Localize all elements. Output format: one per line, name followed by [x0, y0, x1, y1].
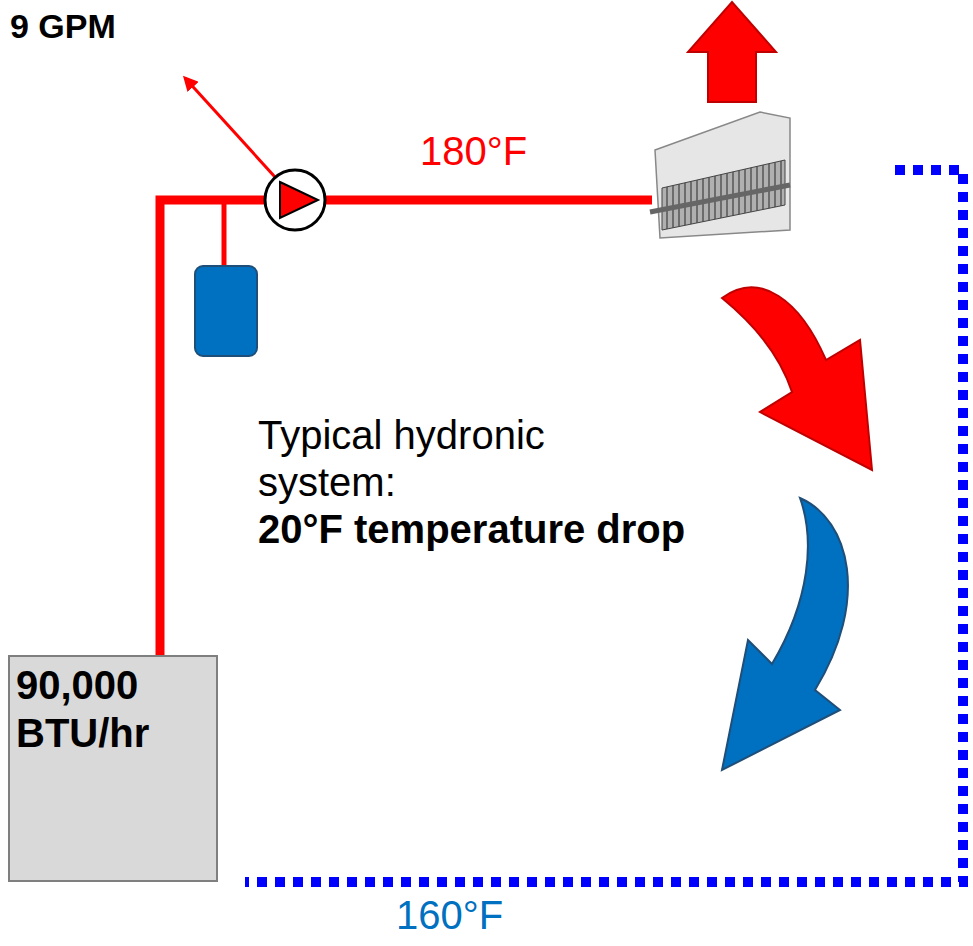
boiler-box: 90,000 BTU/hr [8, 655, 218, 882]
flow-rate-label: 9 GPM [10, 6, 116, 46]
leader-line [185, 78, 285, 188]
pump-symbol [265, 170, 325, 230]
baseboard-heater [650, 112, 790, 238]
boiler-rating: 90,000 BTU/hr [10, 657, 216, 761]
supply-temp-label: 180°F [420, 128, 527, 175]
pump-triangle [280, 182, 318, 218]
return-arrow [722, 498, 848, 770]
flow-arrow [722, 287, 872, 470]
note-text: Typical hydronic system: [258, 412, 688, 506]
expansion-tank [195, 266, 257, 356]
return-temp-label: 160°F [396, 892, 503, 939]
heat-arrow [688, 2, 776, 102]
return-line [245, 170, 963, 882]
tank-branch [222, 200, 227, 266]
note-text-bold: 20°F temperature drop [258, 506, 688, 553]
